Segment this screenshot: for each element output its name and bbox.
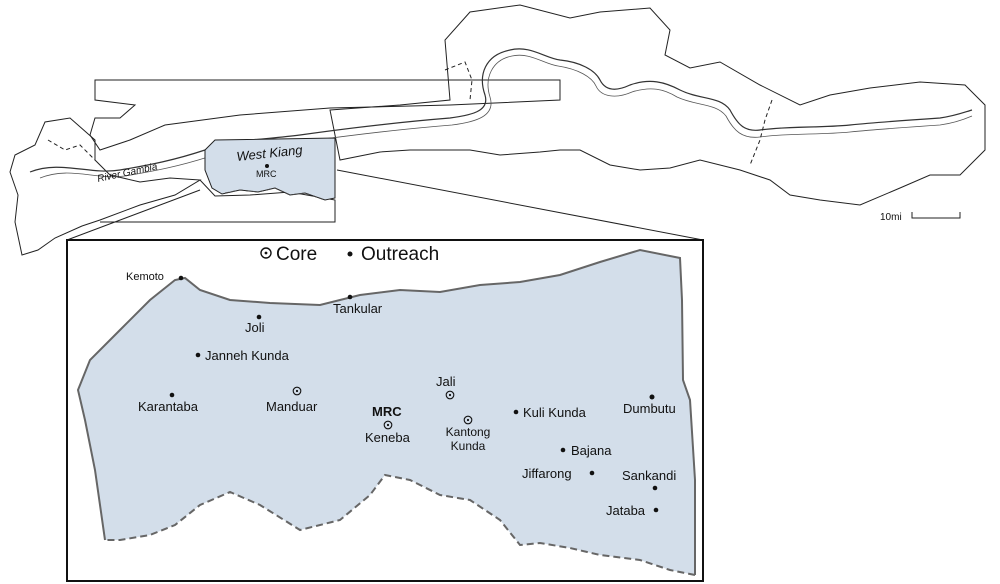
west-kiang-label: West Kiang bbox=[236, 142, 304, 164]
core-marker-icon bbox=[292, 386, 302, 396]
core-marker-dot bbox=[386, 423, 390, 427]
inset-connector-right bbox=[336, 169, 704, 241]
village-label: Kuli Kunda bbox=[523, 405, 587, 420]
outreach-marker-icon bbox=[513, 409, 519, 415]
village-kuli-kunda: Kuli Kunda bbox=[513, 405, 587, 420]
village-karantaba: Karantaba bbox=[138, 392, 199, 414]
village-label: Sankandi bbox=[622, 468, 676, 483]
river-gambia-bank bbox=[39, 54, 973, 179]
village-jiffarong: Jiffarong bbox=[522, 466, 595, 481]
village-tankular: Tankular bbox=[333, 294, 383, 316]
core-marker-dot bbox=[466, 418, 470, 422]
core-marker-dot bbox=[295, 389, 299, 393]
outreach-legend-icon bbox=[347, 251, 353, 257]
outreach-marker-icon bbox=[169, 392, 175, 398]
village-label: Keneba bbox=[365, 430, 411, 445]
outreach-marker-icon bbox=[652, 485, 658, 491]
river-gambia-label: River Gambia bbox=[96, 161, 159, 185]
west-kiang-overview-south-boundary bbox=[224, 187, 326, 201]
outreach-legend-label: Outreach bbox=[361, 244, 439, 265]
legend: Core Outreach bbox=[260, 244, 439, 265]
coastal-region-outline bbox=[89, 79, 561, 151]
village-jataba: Jataba bbox=[606, 503, 659, 518]
village-manduar: Manduar bbox=[266, 386, 318, 414]
village-jali: Jali bbox=[436, 374, 456, 400]
outreach-marker-icon bbox=[653, 507, 659, 513]
village-label: Bajana bbox=[571, 443, 612, 458]
west-kiang-inset-south-boundary bbox=[105, 473, 696, 576]
district-boundary bbox=[47, 139, 96, 161]
west-kiang-inset-region bbox=[78, 250, 695, 575]
gambia-overview-map bbox=[9, 4, 986, 256]
core-marker-icon bbox=[445, 390, 455, 400]
village-bajana: Bajana bbox=[560, 443, 612, 458]
outreach-marker-icon bbox=[560, 447, 566, 453]
village-joli: Joli bbox=[245, 314, 265, 335]
west-kiang-inset-outline bbox=[76, 248, 696, 575]
core-marker-icon bbox=[463, 415, 473, 425]
village-label: Manduar bbox=[266, 399, 318, 414]
village-label: Jiffarong bbox=[522, 466, 572, 481]
district-boundary bbox=[444, 61, 473, 101]
mrc-overview-label: MRC bbox=[256, 169, 277, 179]
scale-bar-label: 10mi bbox=[880, 212, 902, 223]
village-keneba: MRC Keneba bbox=[365, 404, 411, 445]
eastern-corridor-outline bbox=[329, 4, 986, 206]
mrc-inset-label: MRC bbox=[372, 404, 402, 419]
village-label: Jataba bbox=[606, 503, 646, 518]
western-peninsula-outline bbox=[9, 117, 202, 256]
village-janneh-kunda: Janneh Kunda bbox=[195, 348, 290, 363]
outreach-marker-icon bbox=[178, 275, 184, 281]
village-label: Joli bbox=[245, 320, 265, 335]
outreach-marker-icon bbox=[256, 314, 262, 320]
core-legend-label: Core bbox=[276, 244, 317, 265]
district-boundary bbox=[749, 99, 773, 166]
outreach-marker-icon bbox=[589, 470, 595, 476]
inset-connector-left bbox=[66, 189, 201, 241]
outreach-marker-icon bbox=[195, 352, 201, 358]
village-label: Dumbutu bbox=[623, 401, 676, 416]
core-marker-dot bbox=[448, 393, 452, 397]
mrc-overview-marker bbox=[265, 164, 269, 168]
river-gambia-line bbox=[29, 48, 973, 173]
village-label: Janneh Kunda bbox=[205, 348, 290, 363]
core-marker-icon bbox=[383, 420, 393, 430]
village-label: Kemoto bbox=[126, 271, 164, 283]
scale-bar-line bbox=[911, 212, 961, 219]
core-legend-icon bbox=[260, 247, 272, 259]
scale-bar: 10mi bbox=[880, 212, 961, 223]
outreach-marker-icon bbox=[649, 394, 655, 400]
west-kiang-overview bbox=[204, 137, 336, 201]
village-label: Karantaba bbox=[138, 399, 199, 414]
village-label: Jali bbox=[436, 374, 456, 389]
village-label: Tankular bbox=[333, 301, 383, 316]
core-legend-icon-dot bbox=[264, 251, 268, 255]
inset-frame bbox=[66, 239, 704, 582]
village-dumbutu: Dumbutu bbox=[623, 394, 676, 416]
village-kemoto: Kemoto bbox=[126, 271, 184, 283]
outreach-marker-icon bbox=[347, 294, 353, 300]
village-sankandi: Sankandi bbox=[622, 468, 676, 491]
